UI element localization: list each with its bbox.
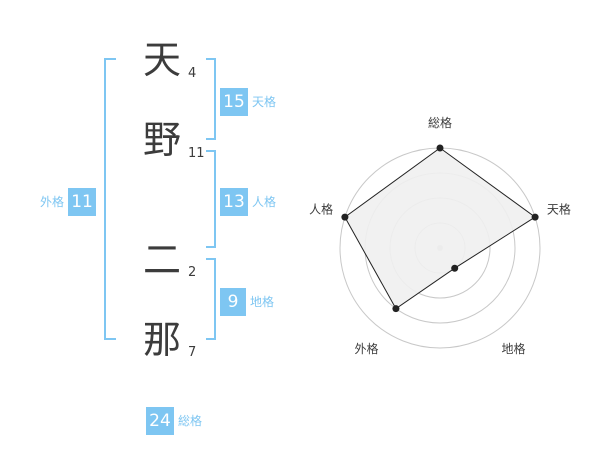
soukaku-badge: 24 総格: [146, 407, 202, 435]
jinkaku-value: 13: [220, 188, 248, 216]
stroke-count-2: 11: [188, 146, 205, 161]
gaikaku-label: 外格: [40, 195, 65, 209]
radar-point-4: [392, 305, 400, 313]
chikaku-label: 地格: [250, 295, 275, 309]
gaikaku-bracket: [104, 58, 116, 340]
tenkaku-badge: 15 天格: [220, 88, 276, 116]
jinkaku-badge: 13 人格: [220, 188, 276, 216]
radar-axis-label-5: 人格: [309, 201, 333, 216]
stroke-count-3: 2: [188, 265, 197, 280]
radar-point-2: [531, 213, 539, 221]
radar-axis-label-2: 天格: [547, 201, 571, 216]
tenkaku-value: 15: [220, 88, 248, 116]
tenkaku-bracket: [206, 58, 216, 140]
name-char-4: 那: [142, 318, 181, 362]
name-char-2: 野: [142, 118, 181, 162]
soukaku-value: 24: [146, 407, 174, 435]
gaikaku-value: 11: [68, 188, 97, 216]
radar-point-1: [436, 144, 444, 152]
jinkaku-label: 人格: [252, 195, 277, 209]
radar-axis-label-3: 地格: [501, 341, 525, 356]
chikaku-bracket: [206, 258, 216, 340]
soukaku-label: 総格: [178, 414, 203, 428]
stroke-count-1: 4: [188, 66, 197, 81]
gaikaku-badge: 外格 11: [40, 188, 97, 216]
radar-series-polygon: [344, 147, 536, 310]
radar-point-3: [451, 264, 459, 272]
radar-axis-label-4: 外格: [355, 341, 379, 356]
name-char-3: 二: [142, 238, 181, 282]
chikaku-value: 9: [220, 288, 246, 316]
tenkaku-label: 天格: [252, 95, 277, 109]
chikaku-badge: 9 地格: [220, 288, 274, 316]
jinkaku-bracket: [206, 150, 216, 248]
stroke-count-4: 7: [188, 345, 197, 360]
radar-point-5: [341, 213, 349, 221]
radar-axis-label-1: 総格: [428, 115, 452, 130]
name-char-1: 天: [142, 38, 181, 82]
